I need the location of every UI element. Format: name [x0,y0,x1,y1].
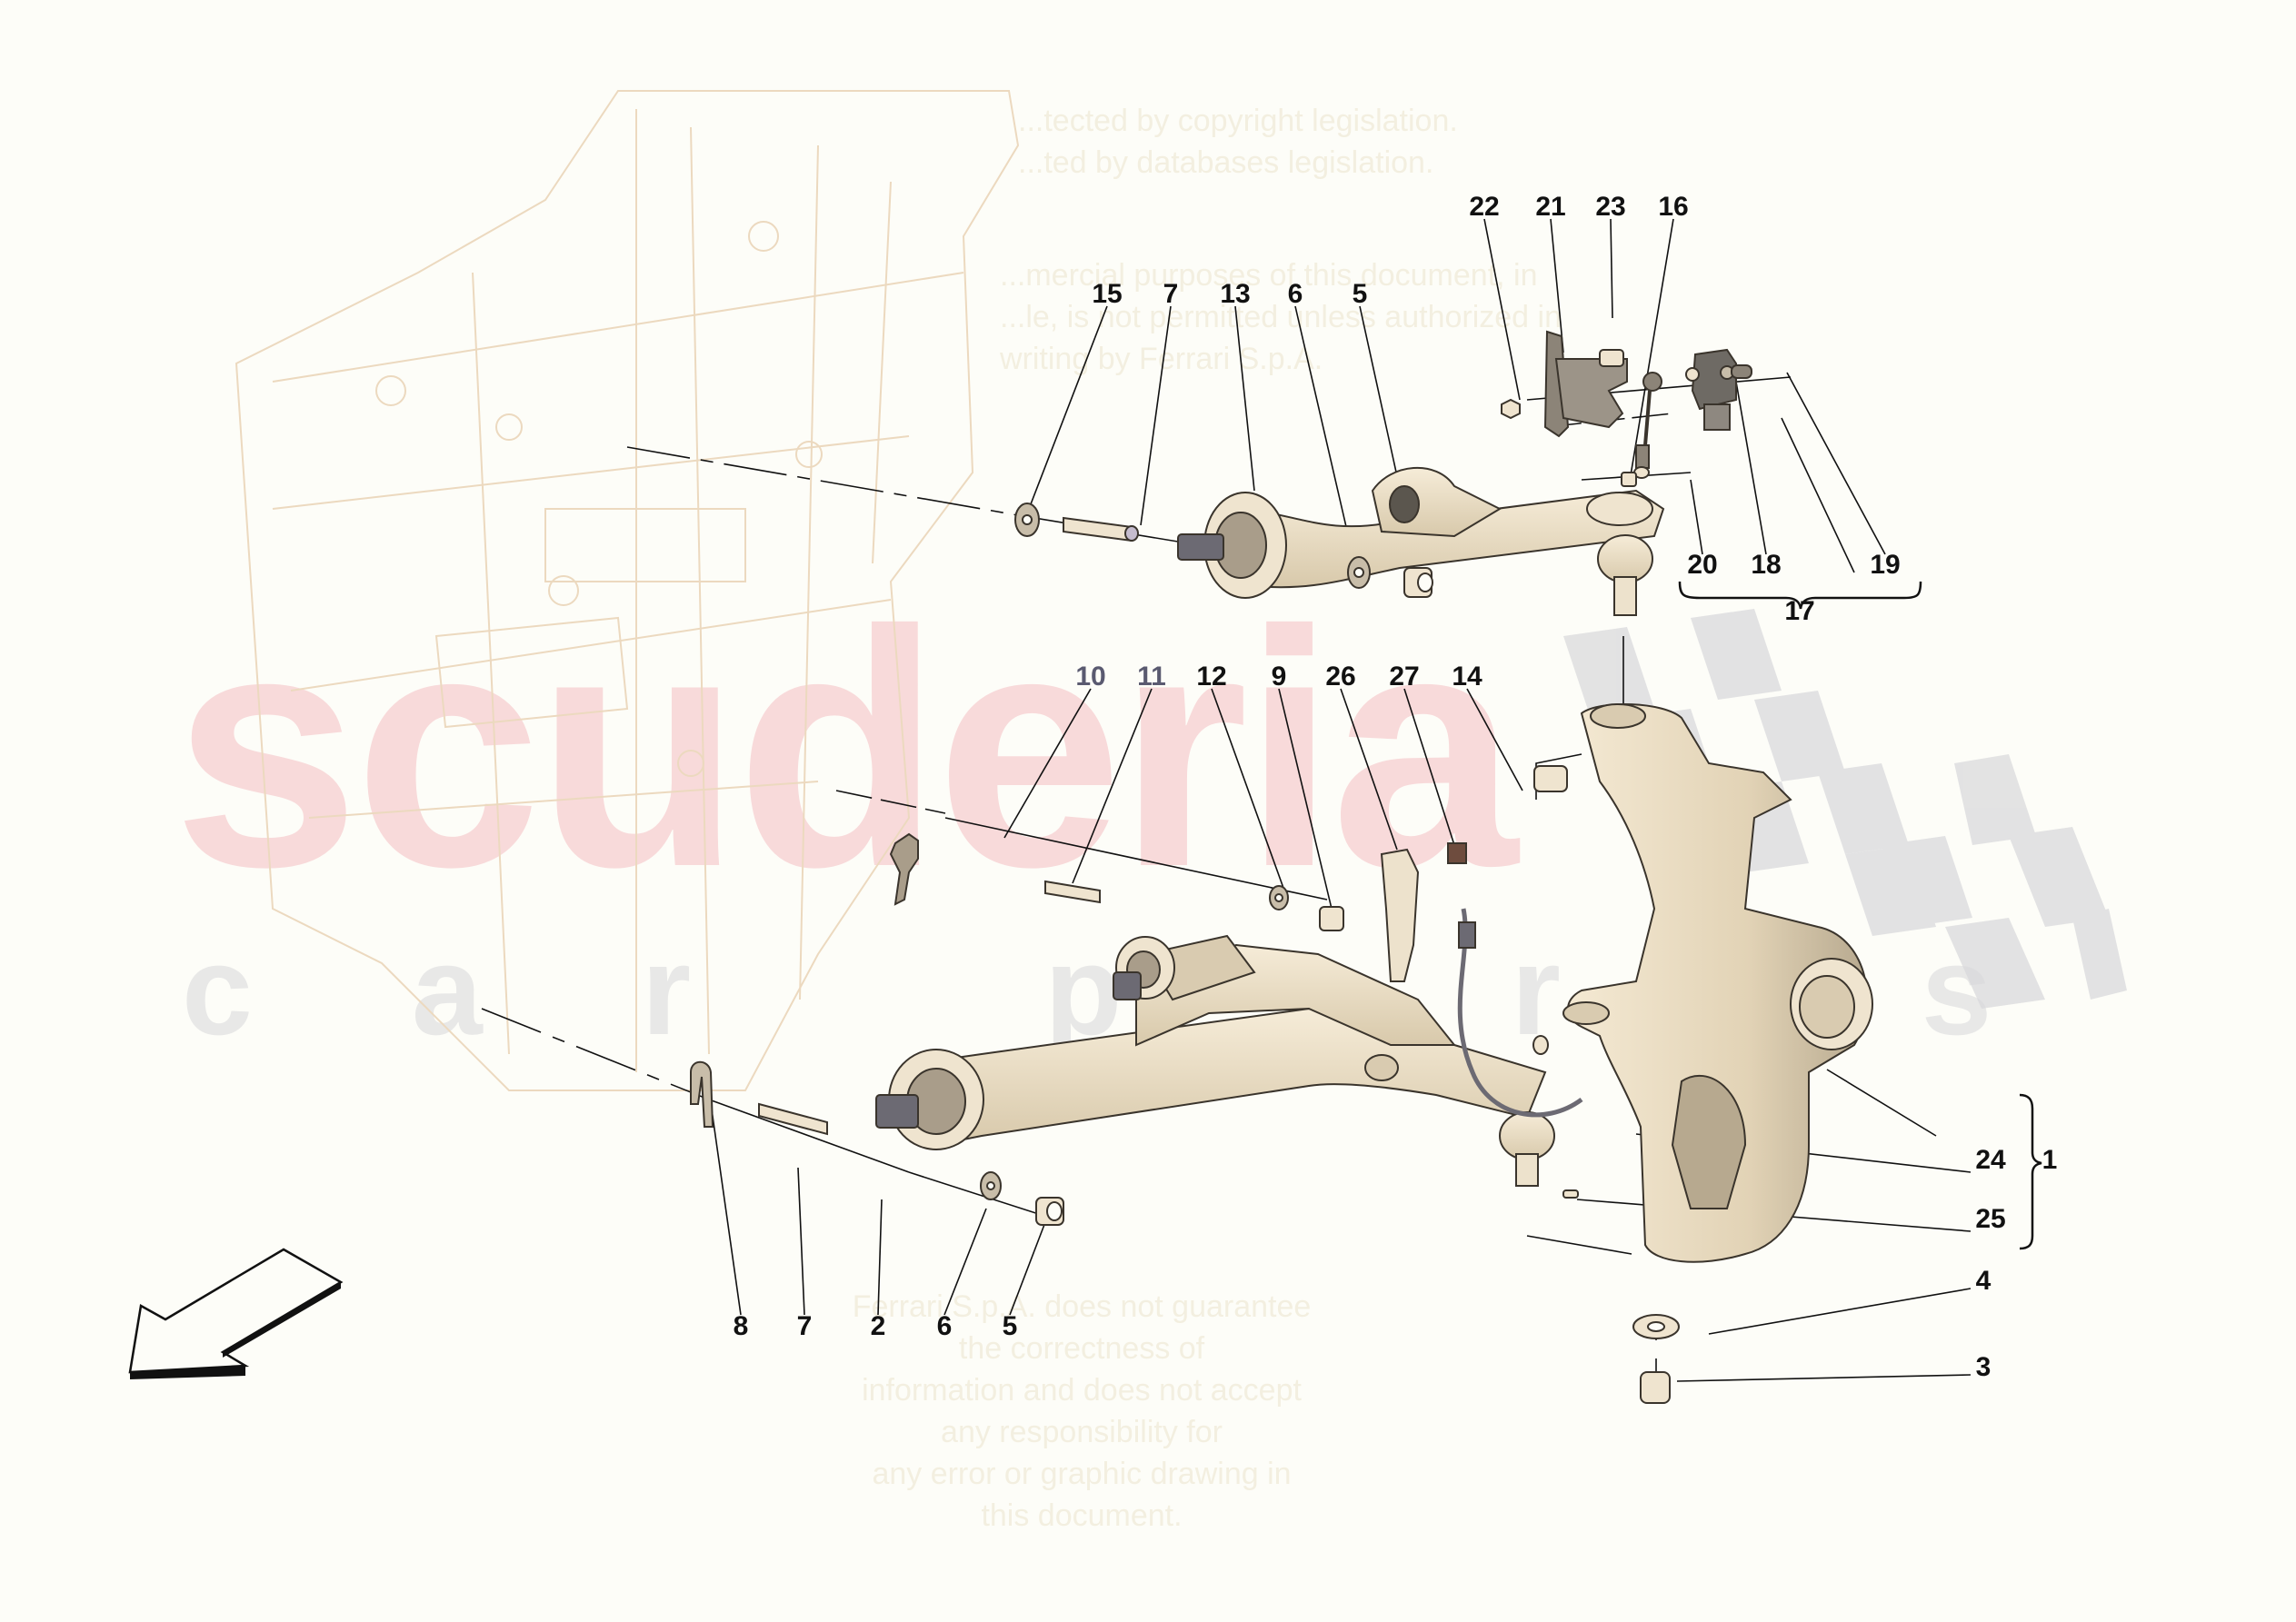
callout-3[interactable]: 3 [1975,1352,1992,1382]
ride-height-sensor-group [1501,330,1752,487]
callout-18[interactable]: 18 [1751,550,1782,580]
front-direction-arrow-icon [128,1248,344,1379]
callout-17[interactable]: 17 [1784,596,1815,626]
callout-20[interactable]: 20 [1687,550,1718,580]
callout-24[interactable]: 24 [1975,1145,2006,1175]
legal-line: ...ted by databases legislation. [1018,145,1434,180]
callout-7[interactable]: 7 [1163,279,1179,309]
callout-23[interactable]: 23 [1595,192,1626,222]
hub-carrier [1562,703,1873,1263]
callout-11[interactable]: 11 [1137,662,1166,692]
callout-26[interactable]: 26 [1325,662,1356,692]
legal-line: ...mercial purposes of this document, in [1000,258,1538,293]
callout-12[interactable]: 12 [1196,662,1227,692]
legal-line: ...le, is not permitted unless authorize… [1000,300,1562,334]
lower-arm [875,934,1555,1187]
upper-arm [1177,467,1665,616]
lower-arm-hardware [690,765,1680,1404]
checker-flag-watermark [1563,609,2127,1009]
callout-27[interactable]: 27 [1389,662,1420,692]
callout-5[interactable]: 5 [1002,1311,1018,1341]
callout-4[interactable]: 4 [1975,1266,1992,1296]
callout-10[interactable]: 10 [1075,662,1106,692]
bracket-17 [1678,581,1922,610]
upper-arm-hardware [1014,503,1433,598]
callout-21[interactable]: 21 [1535,192,1566,222]
callout-13[interactable]: 13 [1220,279,1251,309]
chassis-frame-ghost [235,90,1020,1091]
legal-line: ...tected by copyright legislation. [1018,104,1458,138]
callout-15[interactable]: 15 [1092,279,1123,309]
legal-notice-top: ...tected by copyright legislation. ...t… [1018,100,1458,184]
legal-notice-mid: ...mercial purposes of this document, in… [1000,254,1562,380]
bracket-1 [2019,1093,2042,1250]
callout-8[interactable]: 8 [733,1311,749,1341]
legal-line: Ferrari S.p.A. does not guarantee the co… [852,1289,1312,1366]
legal-line: information and does not accept any resp… [862,1373,1302,1449]
legal-notice-bottom: Ferrari S.p.A. does not guarantee the co… [845,1286,1318,1537]
leader-lines [481,218,1972,1382]
callout-16[interactable]: 16 [1658,192,1689,222]
callout-9[interactable]: 9 [1271,662,1287,692]
callout-6[interactable]: 6 [936,1311,953,1341]
callout-5[interactable]: 5 [1352,279,1368,309]
callout-7[interactable]: 7 [796,1311,813,1341]
assembly-brackets [1678,581,2042,1250]
callout-14[interactable]: 14 [1452,662,1482,692]
callout-22[interactable]: 22 [1469,192,1500,222]
callout-25[interactable]: 25 [1975,1204,2006,1234]
callout-2[interactable]: 2 [870,1311,886,1341]
callout-19[interactable]: 19 [1870,550,1901,580]
legal-line: any error or graphic drawing in this doc… [872,1457,1292,1533]
callout-1[interactable]: 1 [2041,1145,2058,1175]
callout-6[interactable]: 6 [1287,279,1303,309]
